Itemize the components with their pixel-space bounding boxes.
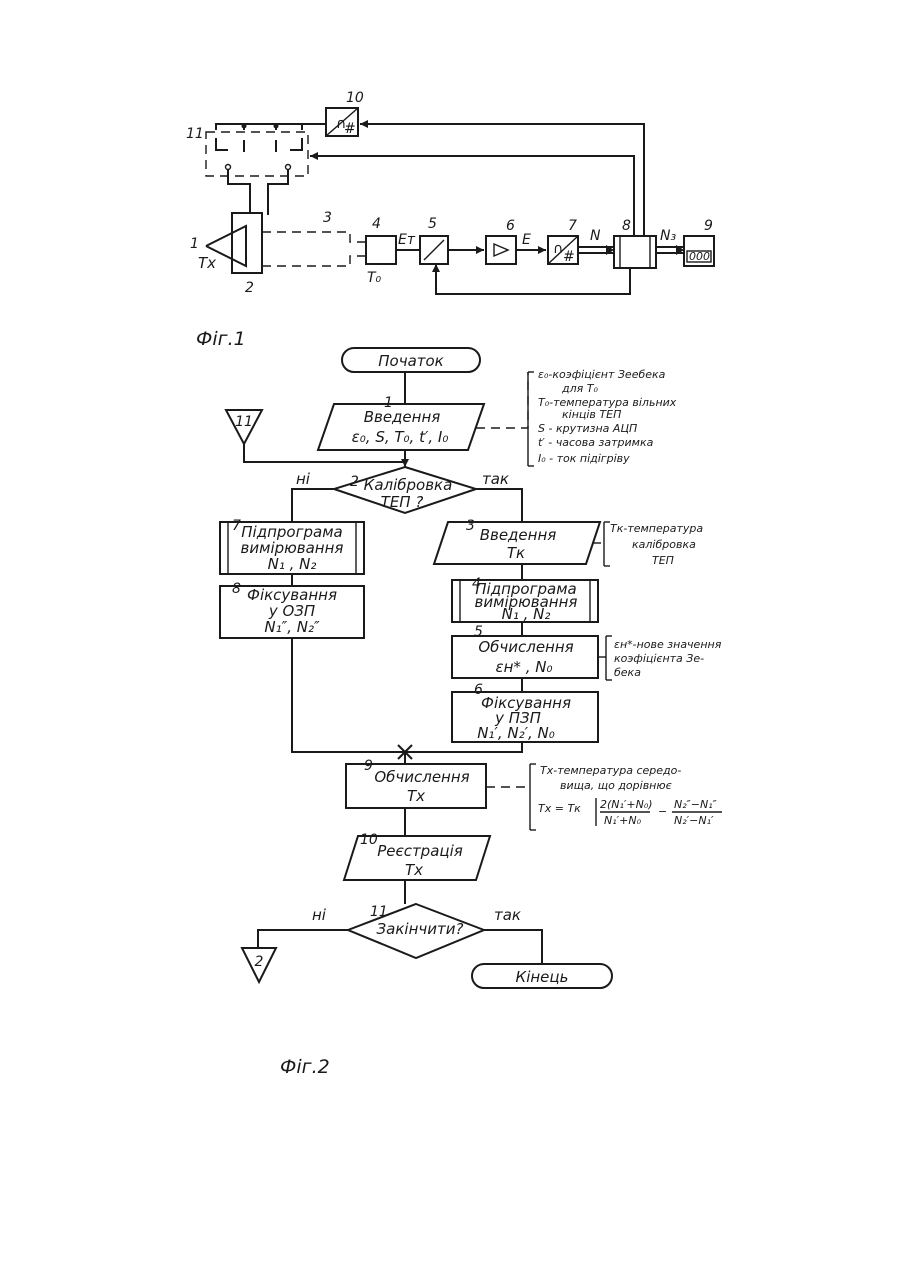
decision-2-line2: ТЕП ? <box>381 493 424 511</box>
block-num-1: 1 <box>190 236 199 252</box>
label-e: E <box>522 232 531 248</box>
formula-f2-den: N₂′−N₁′ <box>674 814 714 827</box>
formula-f1-num: 2(N₁′+N₀) <box>600 798 653 811</box>
block-num-10: 10 <box>346 90 364 106</box>
block-11-switch <box>206 132 308 176</box>
display-digits: 000 <box>689 250 710 263</box>
block-num-2: 2 <box>245 280 254 296</box>
formula-minus: − <box>658 805 667 818</box>
block-10-line1: Реєстрація <box>377 842 463 860</box>
block-9-num: 9 <box>364 758 373 774</box>
svg-text:Tx-температура середо-: Tx-температура середо- <box>540 764 681 777</box>
end-label: Кінець <box>516 968 569 986</box>
svg-text:#: # <box>344 121 356 137</box>
fig2-caption: Фіг.2 <box>280 1056 330 1078</box>
svg-text:кінців ТЕП: кінців ТЕП <box>562 408 621 421</box>
block-3-num: 3 <box>466 518 475 534</box>
fig1-caption: Фіг.1 <box>196 328 246 350</box>
svg-text:бека: бека <box>614 666 641 679</box>
connector-11-label: 11 <box>235 414 253 430</box>
block-5-note: εн*-нове значення коэфіцієнта Зе- бека <box>614 638 722 679</box>
label-n: N <box>590 228 601 244</box>
svg-text:для T₀: для T₀ <box>561 382 598 395</box>
block-6-line3: N₁′, N₂′, N₀ <box>477 724 555 742</box>
block-3-note: Tк-температура калібровка ТЕП <box>610 522 703 567</box>
block-9-line1: Обчислення <box>374 768 469 786</box>
svg-text:ε₀-коэфіцієнт Зеебека: ε₀-коэфіцієнт Зеебека <box>538 368 666 381</box>
svg-text:Tк-температура: Tк-температура <box>610 522 703 535</box>
label-et: Eт <box>398 232 416 248</box>
fig2-flowchart: Початок 1 Введення ε₀, S, T₀, t′, I₀ ε₀-… <box>220 348 722 1078</box>
block-7-line3: N₁ , N₂ <box>268 555 317 573</box>
block-9-note: Tx-температура середо- вища, що дорівнює… <box>538 764 722 827</box>
block-8-line3: N₁″, N₂″ <box>264 618 320 636</box>
block-4-reference-junction <box>366 236 396 264</box>
svg-text:t′ - часова затримка: t′ - часова затримка <box>538 436 654 449</box>
svg-text:вища, що дорівнює: вища, що дорівнює <box>560 779 672 792</box>
block-num-11: 11 <box>186 126 204 142</box>
svg-text:I₀ - ток підігріву: I₀ - ток підігріву <box>538 452 630 465</box>
svg-text:S - крутизна АЦП: S - крутизна АЦП <box>538 422 637 435</box>
decision-2-yes: так <box>482 470 509 488</box>
fig1-block-diagram: ∩ # 10 11 1 Tx 2 3 4 T₀ Eт <box>186 90 714 350</box>
block-9-line2: Tx <box>407 787 425 805</box>
svg-text:калібровка: калібровка <box>632 538 696 551</box>
block-5-line2: εн* , N₀ <box>496 658 553 676</box>
svg-text:#: # <box>563 249 575 265</box>
connector-2-label: 2 <box>255 954 264 970</box>
decision-2-line1: Калібровка <box>364 476 453 494</box>
block-1-note: ε₀-коэфіцієнт Зеебека для T₀ T₀-температ… <box>538 368 677 465</box>
block-num-6: 6 <box>506 218 515 234</box>
block-num-8: 8 <box>622 218 631 234</box>
block-4-line3: N₁ , N₂ <box>502 605 551 623</box>
svg-text:ТЕП: ТЕП <box>652 554 674 567</box>
decision-2-no: ні <box>296 470 311 488</box>
block-6-amplifier <box>486 236 516 264</box>
block-8-num: 8 <box>232 581 241 597</box>
block-num-9: 9 <box>704 218 713 234</box>
label-tx: Tx <box>198 254 216 272</box>
block-num-3: 3 <box>323 210 332 226</box>
block-5-line1: Обчислення <box>478 638 573 656</box>
svg-text:∩: ∩ <box>553 241 563 257</box>
block-3-line1: Введення <box>480 526 557 544</box>
svg-text:коэфіцієнта Зе-: коэфіцієнта Зе- <box>614 652 704 665</box>
decision-11-no: ні <box>312 906 327 924</box>
decision-2-num: 2 <box>350 474 359 490</box>
block-3-line2: Tк <box>507 544 525 562</box>
block-num-5: 5 <box>428 216 437 232</box>
block-7-num: 7 <box>232 518 241 534</box>
label-n3: N₃ <box>660 228 676 244</box>
label-t0: T₀ <box>367 270 382 286</box>
decision-11-yes: так <box>494 906 521 924</box>
formula-f2-num: N₂″−N₁″ <box>674 798 718 811</box>
formula-f1-den: N₁′+N₀ <box>604 814 642 827</box>
block-1-line1: Введення <box>364 408 441 426</box>
formula-lhs: Tx = Tк <box>538 802 581 815</box>
start-label: Початок <box>378 352 444 370</box>
block-num-4: 4 <box>372 216 381 232</box>
block-10-line2: Tx <box>405 861 423 879</box>
decision-11-line1: Закінчити? <box>377 920 464 938</box>
block-1-line2: ε₀, S, T₀, t′, I₀ <box>352 428 449 446</box>
block-num-7: 7 <box>568 218 577 234</box>
svg-text:εн*-нове значення: εн*-нове значення <box>614 638 722 651</box>
block-10-num: 10 <box>360 832 378 848</box>
decision-11-num: 11 <box>370 904 388 920</box>
